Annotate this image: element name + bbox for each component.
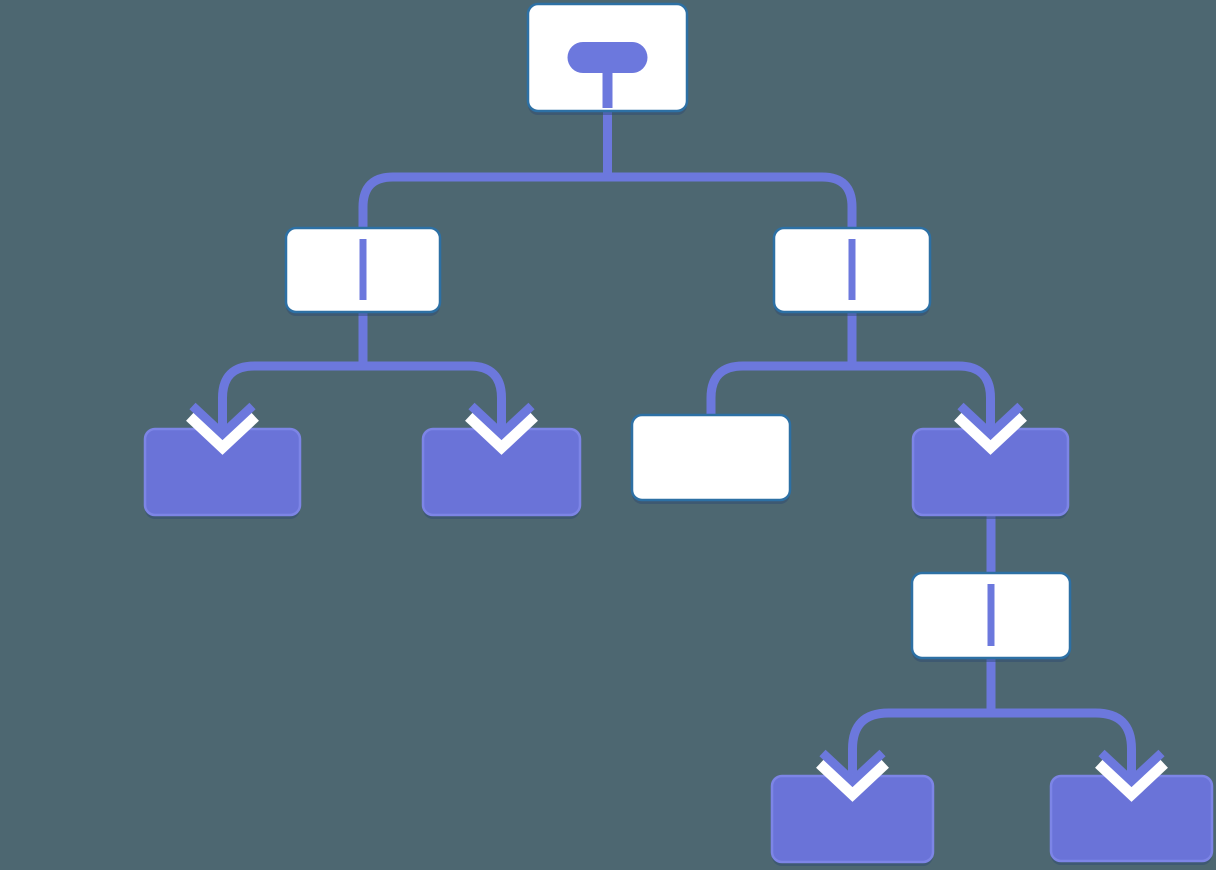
node-branch-left[interactable]	[284, 226, 442, 316]
arrowhead-wings-icon	[819, 749, 886, 788]
edge-root-branch-right	[607, 172, 857, 232]
node-plain-1[interactable]	[630, 413, 792, 504]
edge-branch-right-plain-1	[706, 361, 852, 419]
arrowhead-wings-icon	[468, 402, 535, 441]
node-leaf-3[interactable]	[770, 774, 935, 866]
arrowhead-chevron-icon	[465, 411, 538, 455]
arrowhead-chevron-icon	[186, 411, 259, 455]
arrowhead-wings-icon	[189, 402, 256, 441]
edge-branch-right-mid-purple	[852, 361, 995, 434]
arrowhead-wings-icon	[1098, 749, 1165, 788]
node-leaf-4[interactable]	[1049, 774, 1214, 865]
node-layer	[143, 2, 1214, 866]
node-branch-bottom[interactable]	[910, 571, 1072, 662]
edge-root-branch-left	[358, 172, 608, 232]
arrowhead-chevron-icon	[816, 758, 889, 802]
edge-branch-left-leaf-2	[363, 361, 506, 434]
pill-glyph-icon	[567, 42, 648, 73]
node-branch-right[interactable]	[772, 226, 932, 316]
arrow-layer	[186, 402, 1168, 802]
plain-white-node[interactable]	[630, 413, 792, 502]
node-mid-purple[interactable]	[911, 427, 1070, 519]
arrowhead-chevron-icon	[1095, 758, 1168, 802]
edge-branch-left-leaf-1	[218, 361, 363, 434]
node-root[interactable]	[526, 2, 689, 115]
edge-branch-bottom-leaf-4	[991, 708, 1136, 781]
edge-branch-bottom-leaf-3	[848, 708, 991, 781]
edge-layer	[218, 108, 1136, 781]
arrowhead-wings-icon	[957, 402, 1024, 441]
arrowhead-chevron-icon	[954, 411, 1027, 455]
node-leaf-2[interactable]	[421, 427, 582, 519]
